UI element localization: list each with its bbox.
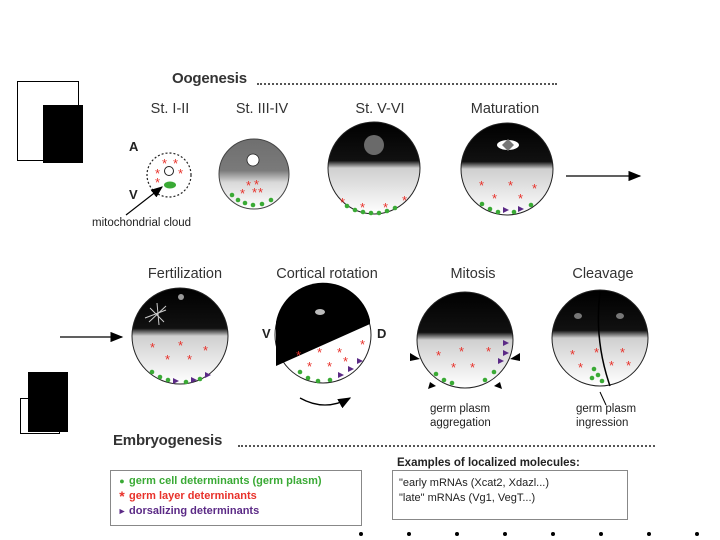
svg-text:*: * bbox=[173, 156, 178, 171]
svg-text:*: * bbox=[402, 193, 407, 208]
stage-label-fertilization: Fertilization bbox=[147, 266, 223, 282]
egg-cortical-rotation: * * * * * * * bbox=[274, 282, 372, 409]
germ-plasm-ingression-note: germ plasm ingression bbox=[576, 402, 636, 430]
svg-text:*: * bbox=[340, 195, 345, 210]
svg-text:*: * bbox=[492, 191, 497, 206]
oocyte-maturation: * * * * * bbox=[460, 122, 554, 216]
rotation-dorsal-label: D bbox=[377, 326, 387, 341]
aggregation-note-line2: aggregation bbox=[430, 417, 491, 429]
oocyte-st-iii-iv: * * * * * bbox=[218, 138, 290, 210]
stage-label-st-i-ii: St. I-II bbox=[150, 101, 190, 117]
svg-text:*: * bbox=[436, 348, 441, 363]
legend-item-germ-layer: * germ layer determinants bbox=[115, 489, 322, 504]
oocyte-st-v-vi: * * * * bbox=[327, 121, 421, 216]
svg-text:*: * bbox=[383, 200, 388, 215]
mitochondrial-pointer bbox=[125, 186, 163, 216]
frame-outline-bottom bbox=[20, 398, 60, 434]
egg-fertilization: * * * * * bbox=[131, 287, 229, 385]
svg-text:*: * bbox=[178, 338, 183, 353]
svg-text:*: * bbox=[626, 358, 631, 373]
embryogenesis-dotted-rule bbox=[238, 445, 655, 447]
svg-text:*: * bbox=[252, 185, 257, 200]
svg-text:*: * bbox=[317, 345, 322, 360]
frame-block-bottom bbox=[28, 372, 68, 432]
svg-text:*: * bbox=[203, 343, 208, 358]
svg-text:*: * bbox=[594, 345, 599, 360]
stage-label-maturation: Maturation bbox=[470, 101, 540, 117]
stage-label-cleavage: Cleavage bbox=[572, 266, 634, 282]
bottom-dot-row bbox=[359, 532, 699, 536]
examples-box: "early mRNAs (Xcat2, Xdazl...) "late" mR… bbox=[392, 470, 628, 520]
green-dot-icon: ● bbox=[119, 476, 125, 486]
oocyte-st-i-ii: * * * * * bbox=[146, 152, 192, 198]
svg-text:*: * bbox=[258, 185, 263, 200]
stage-label-cortical-rotation: Cortical rotation bbox=[276, 266, 378, 282]
oogenesis-dotted-rule bbox=[257, 83, 557, 85]
red-asterisk-icon: * bbox=[119, 488, 125, 504]
stage-label-mitosis: Mitosis bbox=[450, 266, 496, 282]
examples-title: Examples of localized molecules: bbox=[397, 457, 580, 469]
svg-text:*: * bbox=[254, 177, 259, 192]
svg-text:*: * bbox=[479, 178, 484, 193]
svg-text:*: * bbox=[155, 175, 160, 190]
svg-text:*: * bbox=[570, 347, 575, 362]
legend-label: germ cell determinants (germ plasm) bbox=[129, 475, 322, 487]
svg-text:*: * bbox=[150, 340, 155, 355]
svg-text:*: * bbox=[459, 344, 464, 359]
svg-text:*: * bbox=[296, 348, 301, 363]
vegetal-pole-label: V bbox=[129, 187, 138, 202]
mitochondrial-cloud-label: mitochondrial cloud bbox=[92, 217, 192, 229]
svg-text:*: * bbox=[518, 191, 523, 206]
egg-mitosis: * * * * * bbox=[410, 291, 520, 389]
legend-label: dorsalizing determinants bbox=[129, 505, 260, 517]
svg-text:*: * bbox=[470, 360, 475, 375]
stage-label-st-iii-iv: St. III-IV bbox=[235, 101, 289, 117]
svg-text:*: * bbox=[620, 345, 625, 360]
legend-label: germ layer determinants bbox=[129, 490, 257, 502]
legend-item-dorsal: ▲ dorsalizing determinants bbox=[115, 504, 322, 519]
embryogenesis-heading: Embryogenesis bbox=[113, 432, 223, 449]
legend-item-germ-plasm: ● germ cell determinants (germ plasm) bbox=[115, 474, 322, 489]
svg-text:*: * bbox=[240, 186, 245, 201]
svg-text:*: * bbox=[155, 166, 160, 181]
svg-text:*: * bbox=[307, 359, 312, 374]
stage-label-st-v-vi: St. V-VI bbox=[355, 101, 405, 117]
svg-text:*: * bbox=[178, 166, 183, 181]
ingression-note-line1: germ plasm bbox=[576, 403, 637, 415]
svg-text:*: * bbox=[337, 345, 342, 360]
svg-text:*: * bbox=[532, 181, 537, 196]
svg-text:*: * bbox=[486, 344, 491, 359]
examples-row: "late" mRNAs (Vg1, VegT...) bbox=[399, 492, 536, 504]
svg-text:*: * bbox=[609, 358, 614, 373]
frame-block-top bbox=[43, 105, 83, 163]
oogenesis-heading: Oogenesis bbox=[172, 70, 247, 87]
svg-text:*: * bbox=[360, 200, 365, 215]
svg-text:*: * bbox=[360, 337, 365, 352]
germ-plasm-aggregation-note: germ plasm aggregation bbox=[430, 402, 491, 430]
svg-text:*: * bbox=[165, 352, 170, 367]
egg-cleavage: * * * * * * bbox=[551, 289, 649, 406]
svg-text:*: * bbox=[327, 359, 332, 374]
rotation-ventral-label: V bbox=[262, 326, 271, 341]
animal-pole-label: A bbox=[129, 139, 139, 154]
svg-text:*: * bbox=[508, 178, 513, 193]
svg-text:*: * bbox=[246, 178, 251, 193]
ingression-note-line2: ingression bbox=[576, 417, 629, 429]
svg-text:*: * bbox=[187, 352, 192, 367]
examples-row: "early mRNAs (Xcat2, Xdazl...) bbox=[399, 477, 549, 489]
svg-text:*: * bbox=[162, 156, 167, 171]
svg-text:*: * bbox=[343, 354, 348, 369]
svg-text:*: * bbox=[578, 360, 583, 375]
svg-text:*: * bbox=[451, 360, 456, 375]
legend-box: ● germ cell determinants (germ plasm) * … bbox=[110, 470, 362, 526]
aggregation-note-line1: germ plasm bbox=[430, 403, 491, 415]
